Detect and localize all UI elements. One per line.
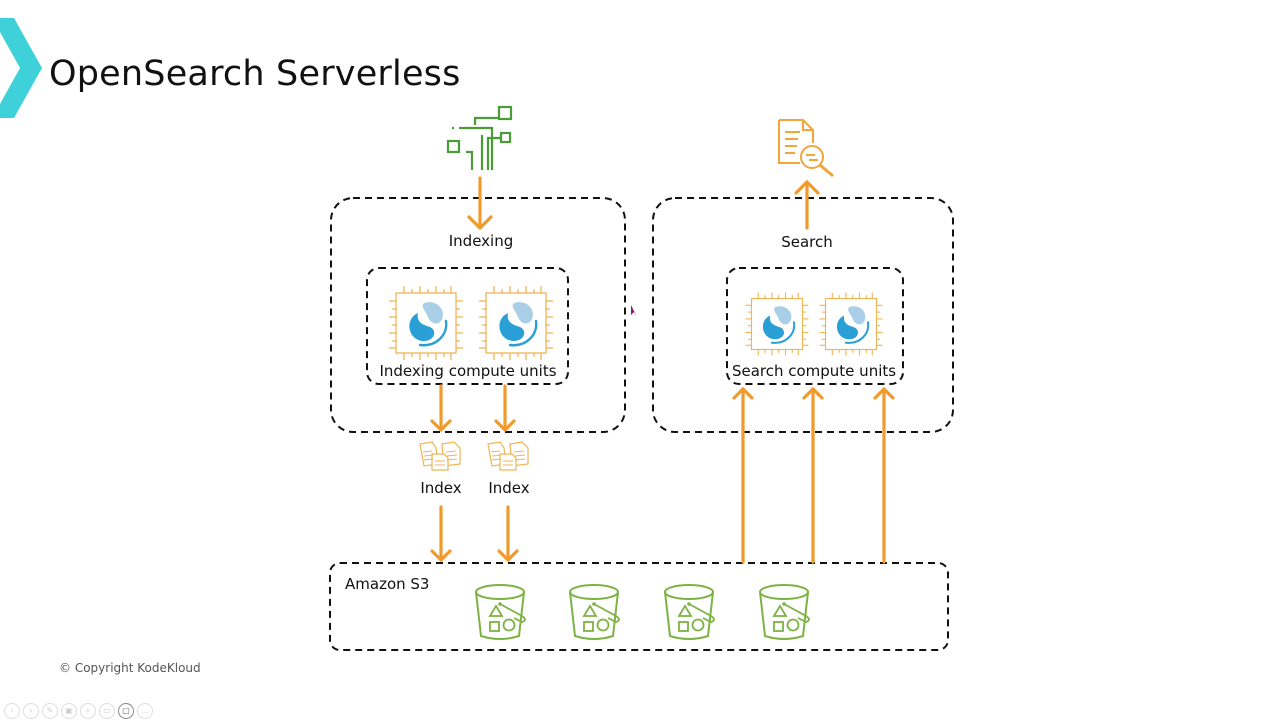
data-stream-icon (446, 105, 513, 170)
screen-icon[interactable]: ▭ (99, 703, 115, 719)
s3-bucket-icon (664, 584, 715, 640)
slides-icon[interactable]: ▣ (61, 703, 77, 719)
indexing-compute-box (366, 267, 569, 385)
search-compute-box (726, 267, 904, 385)
index-label-1: Index (420, 479, 462, 497)
arrow-index-1-to-s3 (430, 505, 452, 562)
s3-bucket-icon (569, 584, 620, 640)
arrow-s3-to-search-1 (732, 387, 754, 564)
arrow-ingest-to-indexing (467, 176, 493, 230)
search-compute-label: Search compute units (731, 362, 897, 380)
previous-icon[interactable]: ‹ (4, 703, 20, 719)
indexing-label: Indexing (448, 232, 514, 250)
more-icon[interactable]: … (137, 703, 153, 719)
indexing-compute-unit-icon (387, 284, 465, 362)
index-label-2: Index (488, 479, 530, 497)
search-compute-unit-icon (818, 291, 884, 357)
index-documents-icon (419, 441, 461, 471)
pen-icon[interactable]: ✎ (42, 703, 58, 719)
presenter-toolbar: ‹ › ✎ ▣ ⌕ ▭ ▢ … (4, 703, 153, 719)
copyright-text: © Copyright KodeKloud (59, 661, 201, 675)
arrow-compute-to-index-1 (430, 384, 452, 432)
camera-icon[interactable]: ▢ (118, 703, 134, 719)
indexing-group-box (330, 197, 626, 433)
mouse-cursor-icon (631, 305, 637, 317)
search-label: Search (781, 233, 833, 251)
search-group-box (652, 197, 954, 433)
index-documents-icon (487, 441, 529, 471)
arrow-index-2-to-s3 (497, 505, 519, 562)
slide-title: OpenSearch Serverless (49, 54, 461, 94)
zoom-icon[interactable]: ⌕ (80, 703, 96, 719)
search-compute-unit-icon (744, 291, 810, 357)
arrow-s3-to-search-2 (802, 387, 824, 564)
s3-bucket-icon (759, 584, 810, 640)
arrow-s3-to-search-3 (873, 387, 895, 564)
arrow-search-to-client (794, 180, 820, 230)
s3-label: Amazon S3 (345, 575, 430, 593)
brand-chevron-icon (0, 18, 42, 118)
next-icon[interactable]: › (23, 703, 39, 719)
document-search-icon (778, 119, 834, 178)
arrow-compute-to-index-2 (494, 384, 516, 432)
indexing-compute-unit-icon (477, 284, 555, 362)
s3-bucket-icon (475, 584, 526, 640)
indexing-compute-label: Indexing compute units (379, 362, 557, 380)
